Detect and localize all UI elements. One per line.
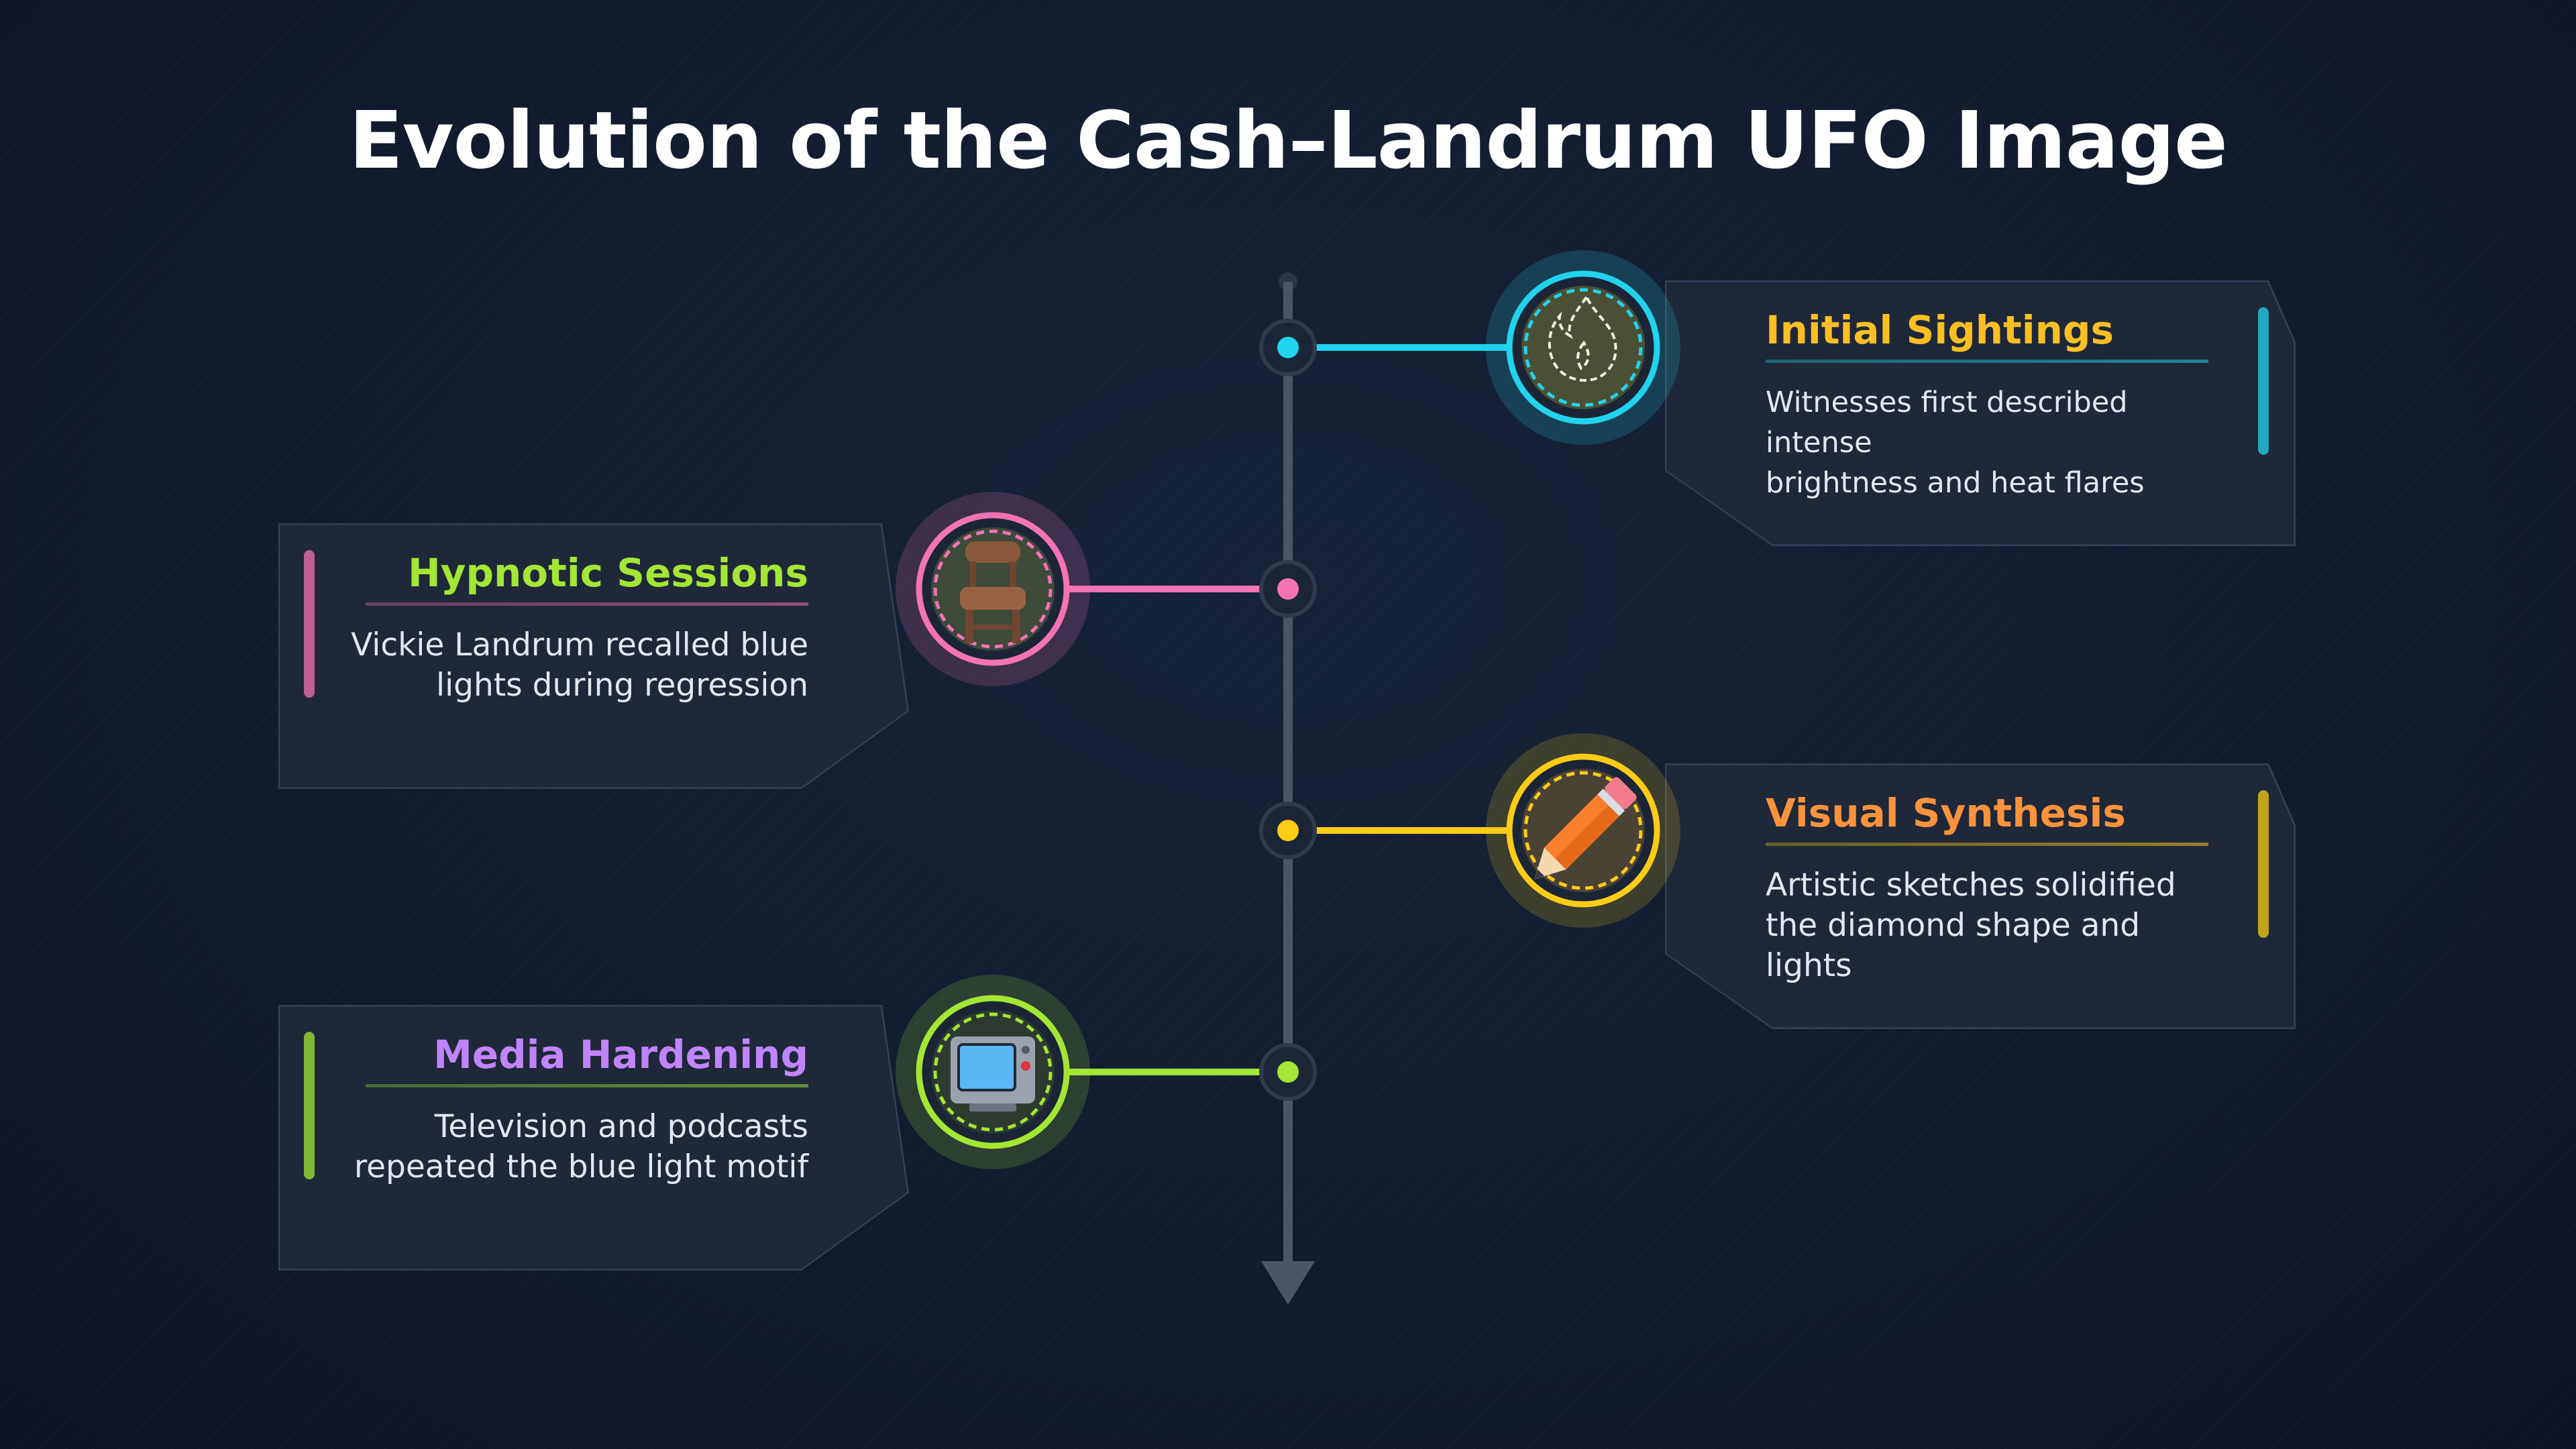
event-title: Hypnotic Sessions [408,550,808,596]
connector-media-hardening [1063,1043,1317,1101]
event-title: Media Hardening [433,1032,808,1077]
connector-visual-synthesis [1259,802,1513,859]
pencil-icon [1486,733,1680,928]
event-title: Visual Synthesis [1766,790,2126,836]
connector-initial-sightings [1259,319,1513,376]
event-card-visual-synthesis: Visual Synthesis Artistic sketches solid… [1665,763,2296,1029]
accent-bar [2258,307,2269,455]
title-divider [1766,360,2208,363]
chair-icon [896,492,1090,686]
event-description: Witnesses first described intense bright… [1766,386,2145,500]
event-card-initial-sightings: Initial Sightings Witnesses first descri… [1665,280,2296,546]
accent-bar [2258,790,2269,938]
title-divider [366,602,808,606]
event-title: Initial Sightings [1766,307,2114,353]
television-icon [896,975,1090,1169]
accent-bar [304,550,315,698]
event-card-media-hardening: Media Hardening Television and podcasts … [278,1005,909,1271]
title-divider [1766,843,2208,846]
event-description: Television and podcasts repeated the blu… [354,1108,808,1185]
event-description: Vickie Landrum recalled blue lights duri… [351,627,808,704]
connector-hypnotic-sessions [1063,560,1317,618]
event-card-hypnotic-sessions: Hypnotic Sessions Vickie Landrum recalle… [278,523,909,789]
flame-icon [1486,250,1680,445]
event-description: Artistic sketches solidified the diamond… [1766,867,2176,984]
accent-bar [304,1032,315,1179]
title-divider [366,1084,808,1087]
page-title: Evolution of the Cash–Landrum UFO Image [349,94,2228,186]
